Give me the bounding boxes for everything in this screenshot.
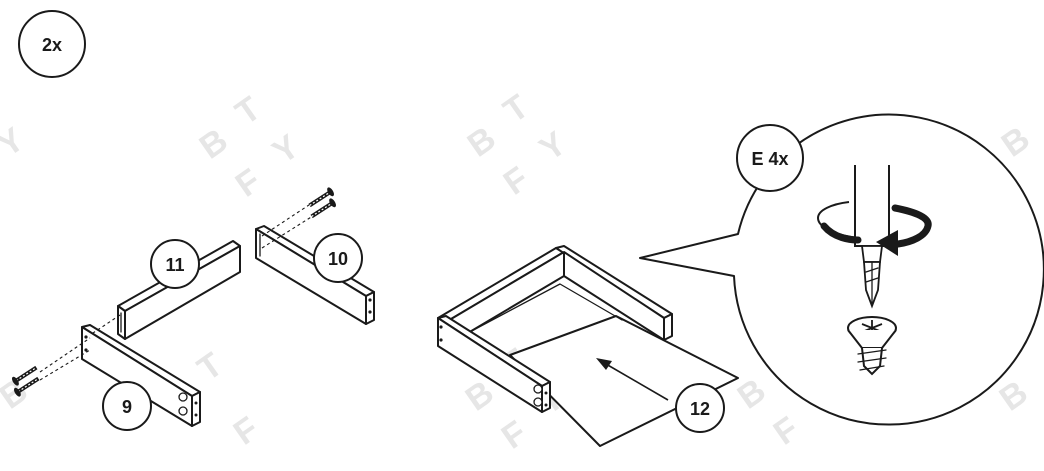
screwdriver-icon <box>854 165 890 309</box>
screw-icon <box>847 316 897 376</box>
part-callout-12: 12 <box>675 383 725 433</box>
part-label-12: 12 <box>690 399 710 419</box>
insertion-arrow <box>596 358 669 401</box>
watermark-letter: B <box>993 373 1035 418</box>
badge-circle <box>18 10 86 78</box>
badge-label: 2x <box>42 35 62 55</box>
watermark-letter: B <box>461 119 503 164</box>
step-quantity-badge: 2x <box>18 10 86 78</box>
watermark-letter: F <box>497 160 536 203</box>
frame-assembly-middle: 12 <box>437 245 739 447</box>
watermark-letter: T <box>191 345 230 388</box>
screws-left <box>11 365 40 397</box>
watermark-letter: Y <box>266 127 307 171</box>
part-label-9: 9 <box>122 397 132 417</box>
bottom-panel <box>509 315 739 447</box>
hardware-label: E 4x <box>751 149 788 169</box>
hardware-detail-callout: E 4x <box>639 113 1044 426</box>
watermark-letter: F <box>495 414 534 457</box>
part-label-10: 10 <box>328 249 348 269</box>
part-callout-9: 9 <box>102 381 152 431</box>
screw-guide-lines <box>39 202 317 381</box>
watermark-letter: F <box>767 410 806 453</box>
watermark-letter: F <box>229 162 268 205</box>
callout-bubble <box>639 113 1044 426</box>
screws-right <box>308 187 337 219</box>
watermark-letter: Y <box>0 120 31 164</box>
watermark-letter: B <box>193 121 235 166</box>
side-panel-a <box>81 324 201 427</box>
watermark-letter: B <box>995 119 1037 164</box>
watermark-letter: T <box>497 87 536 130</box>
frame-assembly-left: 11 10 9 <box>11 187 375 431</box>
watermark-letter: F <box>227 410 266 453</box>
part-label-11: 11 <box>165 255 184 275</box>
hardware-quantity-badge: E 4x <box>736 124 804 192</box>
rotation-arrow-icon <box>816 201 932 256</box>
watermark-letter: Y <box>533 124 574 168</box>
part-callout-11: 11 <box>150 239 200 289</box>
part-callout-10: 10 <box>313 233 363 283</box>
watermark-letter: T <box>229 89 268 132</box>
